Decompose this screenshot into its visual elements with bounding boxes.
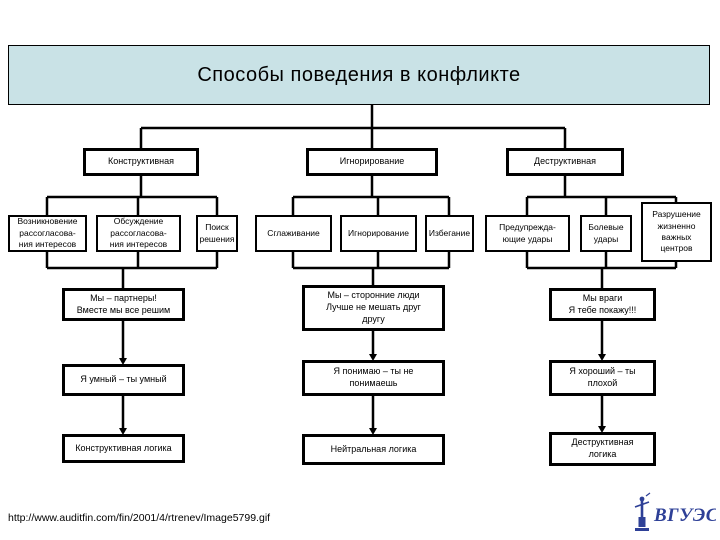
tactic-node: Избегание xyxy=(425,215,474,252)
vvsu-logo: ВГУЭС xyxy=(634,492,716,531)
tactic-node: Игнорирование xyxy=(340,215,417,252)
branch-ignoring-node: Игнорирование xyxy=(306,148,438,176)
slogan-node: Мы – партнеры! Вместе мы все решим xyxy=(62,288,185,321)
logic-node: Нейтральная логика xyxy=(302,434,445,465)
slogan-node: Мы враги Я тебе покажу!!! xyxy=(549,288,656,321)
tactic-node: Болевые удары xyxy=(580,215,632,252)
tactic-node: Обсуждение рассогласова- ния интересов xyxy=(96,215,181,252)
attitude-node: Я умный – ты умный xyxy=(62,364,185,396)
branch-destructive-node: Деструктивная xyxy=(506,148,624,176)
tactic-node: Предупрежда- ющие удары xyxy=(485,215,570,252)
tactic-node: Сглаживание xyxy=(255,215,332,252)
logic-node: Конструктивная логика xyxy=(62,434,185,463)
tactic-node: Возникновение рассогласова- ния интересо… xyxy=(8,215,87,252)
logo-text: ВГУЭС xyxy=(653,505,716,526)
diagram-title: Способы поведения в конфликте xyxy=(8,45,710,105)
statue-icon xyxy=(634,492,651,531)
tactic-node: Поиск решения xyxy=(196,215,238,252)
tactic-node: Разрушение жизненно важных центров xyxy=(641,202,712,262)
slogan-node: Мы – сторонние люди Лучше не мешать друг… xyxy=(302,285,445,331)
branch-constructive-node: Конструктивная xyxy=(83,148,199,176)
attitude-node: Я понимаю – ты не понимаешь xyxy=(302,360,445,396)
attitude-node: Я хороший – ты плохой xyxy=(549,360,656,396)
logic-node: Деструктивная логика xyxy=(549,432,656,466)
source-url: http://www.auditfin.com/fin/2001/4/rtren… xyxy=(8,512,271,524)
